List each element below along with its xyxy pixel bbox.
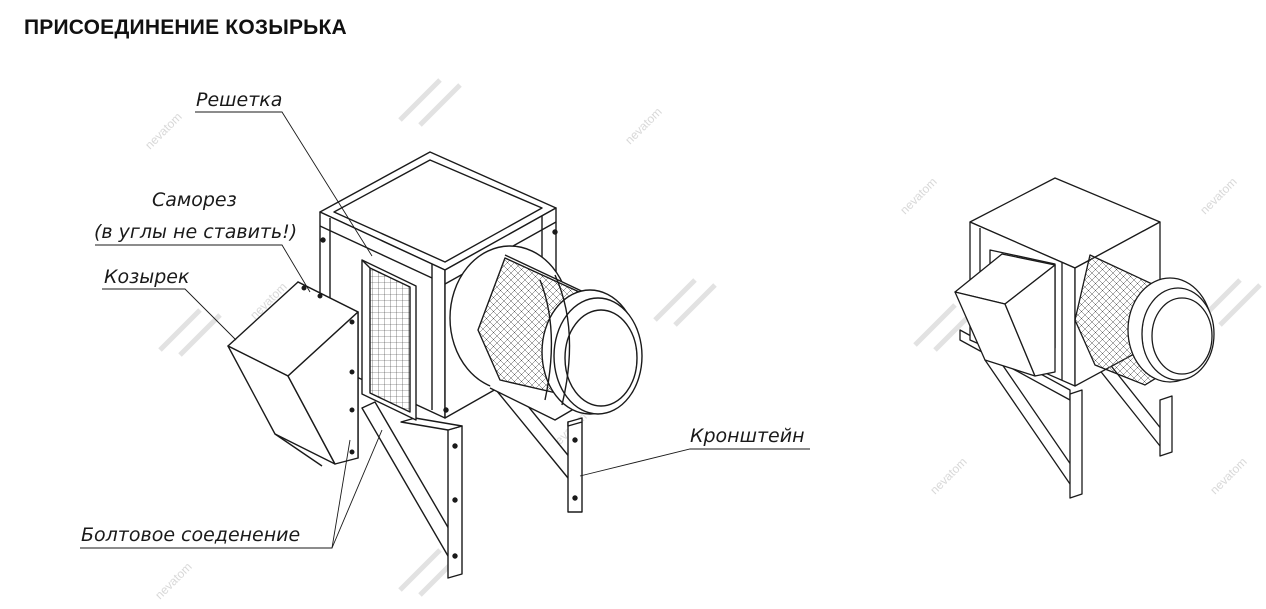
callout-grille: Решетка <box>196 89 282 111</box>
exploded-assembly <box>227 151 643 579</box>
callout-hood: Козырек <box>104 266 190 288</box>
watermark: nevatom <box>1207 455 1249 497</box>
callout-lines <box>80 111 810 549</box>
watermark: nevatom <box>1197 175 1239 217</box>
callout-screw-note: (в углы не ставить!) <box>94 221 297 243</box>
watermark: nevatom <box>897 175 939 217</box>
grille-panel <box>361 259 417 421</box>
page-title: ПРИСОЕДИНЕНИЕ КОЗЫРЬКА <box>24 16 347 39</box>
watermark: nevatom <box>152 560 194 602</box>
watermark: nevatom <box>142 110 184 152</box>
callout-bracket: Кронштейн <box>690 425 805 447</box>
watermark: nevatom <box>927 455 969 497</box>
bracket-front <box>361 401 463 579</box>
assembled-unit <box>954 177 1215 499</box>
callout-bolt-joint: Болтовое соеденение <box>81 524 300 546</box>
watermark: nevatom <box>622 105 664 147</box>
bracket-rear <box>491 377 583 513</box>
round-duct-spigot <box>449 245 643 421</box>
hood-visor <box>227 281 359 467</box>
callout-screw: Саморез <box>152 189 237 211</box>
